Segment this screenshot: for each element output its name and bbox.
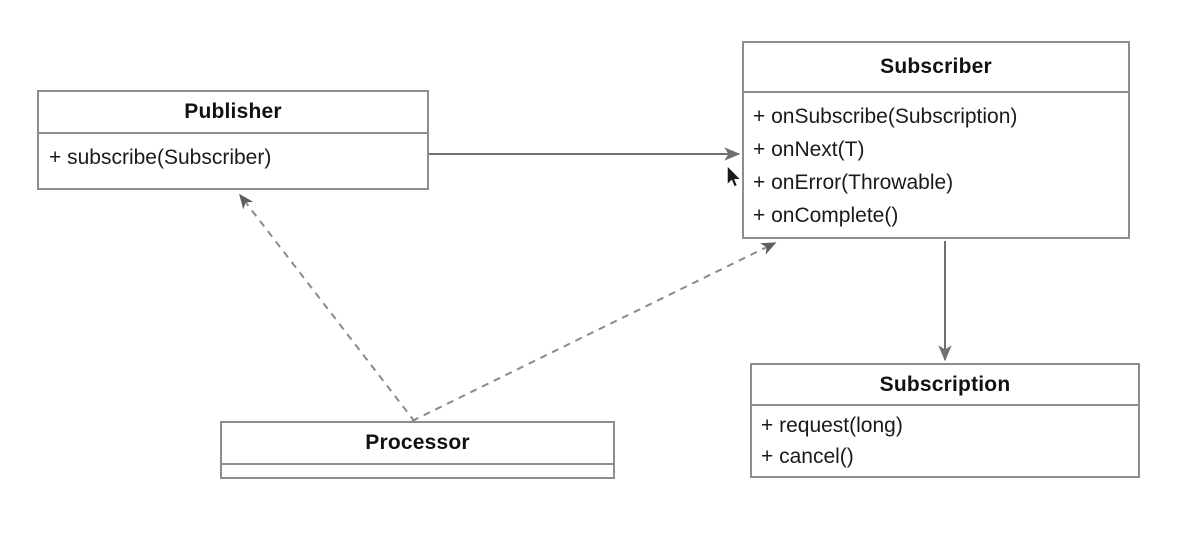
class-member: + onComplete() — [753, 204, 899, 227]
class-title-subscriber: Subscriber — [744, 43, 1128, 93]
class-box-subscriber[interactable]: Subscriber + onSubscribe(Subscription) +… — [742, 41, 1130, 239]
class-title-processor: Processor — [222, 423, 613, 465]
class-members-subscription: + request(long) + cancel() — [752, 406, 1138, 476]
class-member: + request(long) — [761, 414, 903, 437]
class-title-publisher: Publisher — [39, 92, 427, 134]
class-box-subscription[interactable]: Subscription + request(long) + cancel() — [750, 363, 1140, 478]
class-member: + cancel() — [761, 445, 854, 468]
class-members-processor — [222, 465, 613, 477]
class-member: + onError(Throwable) — [753, 171, 954, 194]
connector-processor-to-publisher — [239, 193, 416, 423]
class-title-subscription: Subscription — [752, 365, 1138, 406]
class-members-subscriber: + onSubscribe(Subscription) + onNext(T) … — [744, 93, 1128, 237]
class-member: + subscribe(Subscriber) — [49, 146, 272, 169]
class-box-publisher[interactable]: Publisher + subscribe(Subscriber) — [37, 90, 429, 190]
class-members-publisher: + subscribe(Subscriber) — [39, 134, 427, 188]
class-member: + onNext(T) — [753, 138, 865, 161]
mouse-cursor-icon — [726, 165, 742, 188]
connector-processor-to-subscriber — [411, 242, 777, 422]
class-box-processor[interactable]: Processor — [220, 421, 615, 479]
class-member: + onSubscribe(Subscription) — [753, 105, 1018, 128]
